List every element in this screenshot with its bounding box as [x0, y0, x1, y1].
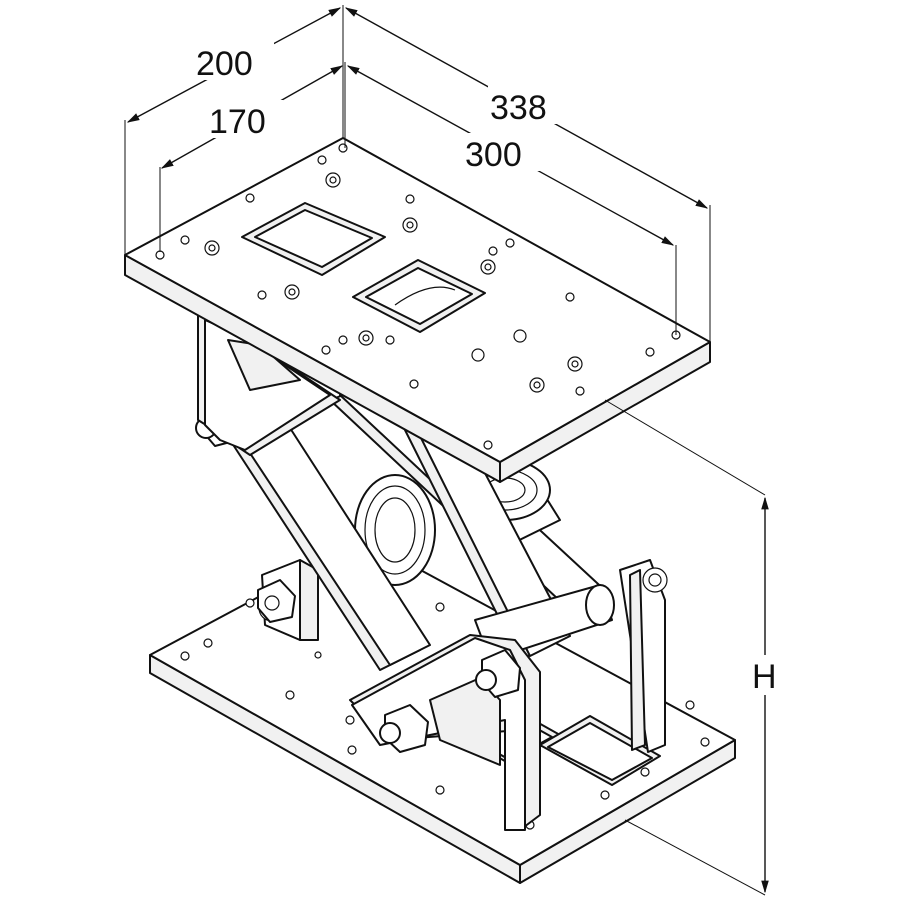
label-backdrop-170 — [205, 100, 283, 138]
dimension-label-300: 300 — [465, 136, 522, 174]
lower-right-bracket — [619, 559, 668, 753]
label-backdrop-338 — [488, 86, 568, 124]
scissor-arm-front — [229, 405, 571, 671]
label-backdrop-200 — [192, 42, 274, 80]
label-backdrop-h — [745, 655, 785, 695]
bolt-lower-left — [257, 579, 296, 623]
dimension-label-170: 170 — [209, 103, 266, 141]
label-backdrop-300 — [462, 133, 542, 171]
spring-coil — [354, 474, 436, 586]
base-plate-holes — [180, 598, 710, 830]
top-plate-window-right — [352, 259, 486, 333]
bolt-lower-front — [379, 704, 429, 753]
dimension-label-height: H — [752, 658, 777, 696]
dimension-label-200: 200 — [196, 45, 253, 83]
dimension-label-338: 338 — [490, 89, 547, 127]
bolt-lower-mid — [475, 649, 521, 698]
